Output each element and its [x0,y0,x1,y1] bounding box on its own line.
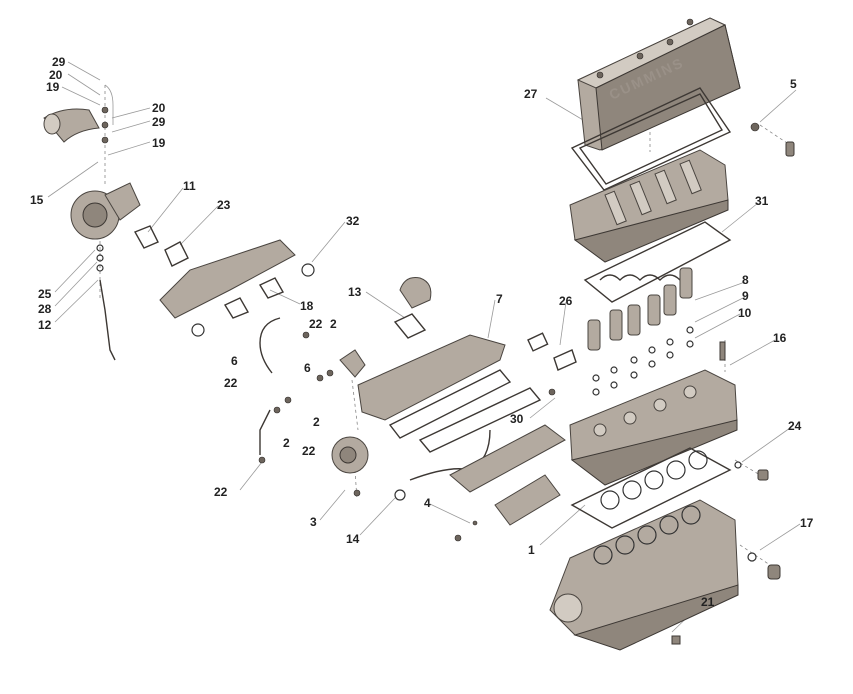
part-label-27: 27 [524,87,538,101]
cylinder-head [569,369,738,486]
part-label-22: 22 [302,444,316,458]
part-label-29: 29 [152,115,166,129]
head-gasket [570,447,732,529]
part-label-10: 10 [738,306,752,320]
water-pump [331,349,406,501]
coolant-pipe-and-oil-cooler [409,424,566,542]
part-label-23: 23 [217,198,231,212]
part-label-2: 2 [330,317,337,331]
fittings [258,331,556,464]
part-label-17: 17 [800,516,814,530]
part-label-9: 9 [742,289,749,303]
rocker-gasket [583,221,732,303]
rocker-assembly [569,149,729,263]
part-label-19: 19 [46,80,60,94]
part-label-20: 20 [49,68,63,82]
part-label-12: 12 [38,318,52,332]
part-label-2: 2 [283,436,290,450]
part-label-6: 6 [304,361,311,375]
part-label-18: 18 [300,299,314,313]
valve-cover: CUMMINS [576,17,741,151]
part-label-20: 20 [152,101,166,115]
injector-seals [592,326,694,396]
part-label-13: 13 [348,285,362,299]
part-label-21: 21 [701,595,715,609]
part-label-29: 29 [52,55,66,69]
cover-gasket [570,87,732,191]
intake-pipes [259,277,432,455]
part-label-22: 22 [214,485,228,499]
exhaust-manifold [133,225,315,337]
part-label-8: 8 [742,273,749,287]
part-label-2: 2 [313,415,320,429]
part-label-31: 31 [755,194,769,208]
leader-lines [47,61,801,633]
part-label-25: 25 [38,287,52,301]
part-label-24: 24 [788,419,802,433]
intake-manifold [357,332,577,453]
part-label-26: 26 [559,294,573,308]
part-label-7: 7 [496,292,503,306]
part-label-16: 16 [773,331,787,345]
part-label-28: 28 [38,302,52,316]
part-label-1: 1 [528,543,535,557]
part-label-3: 3 [310,515,317,529]
part-label-19: 19 [152,136,166,150]
right-small-parts [671,122,795,645]
part-label-22: 22 [309,317,323,331]
injectors [587,267,693,351]
part-label-15: 15 [30,193,44,207]
part-label-4: 4 [424,496,431,510]
engine-block [549,499,739,651]
part-label-14: 14 [346,532,360,546]
part-label-22: 22 [224,376,238,390]
turbocharger [43,84,141,361]
part-label-30: 30 [510,412,524,426]
part-label-6: 6 [231,354,238,368]
part-label-32: 32 [346,214,360,228]
part-label-11: 11 [183,179,196,193]
part-label-5: 5 [790,77,797,91]
